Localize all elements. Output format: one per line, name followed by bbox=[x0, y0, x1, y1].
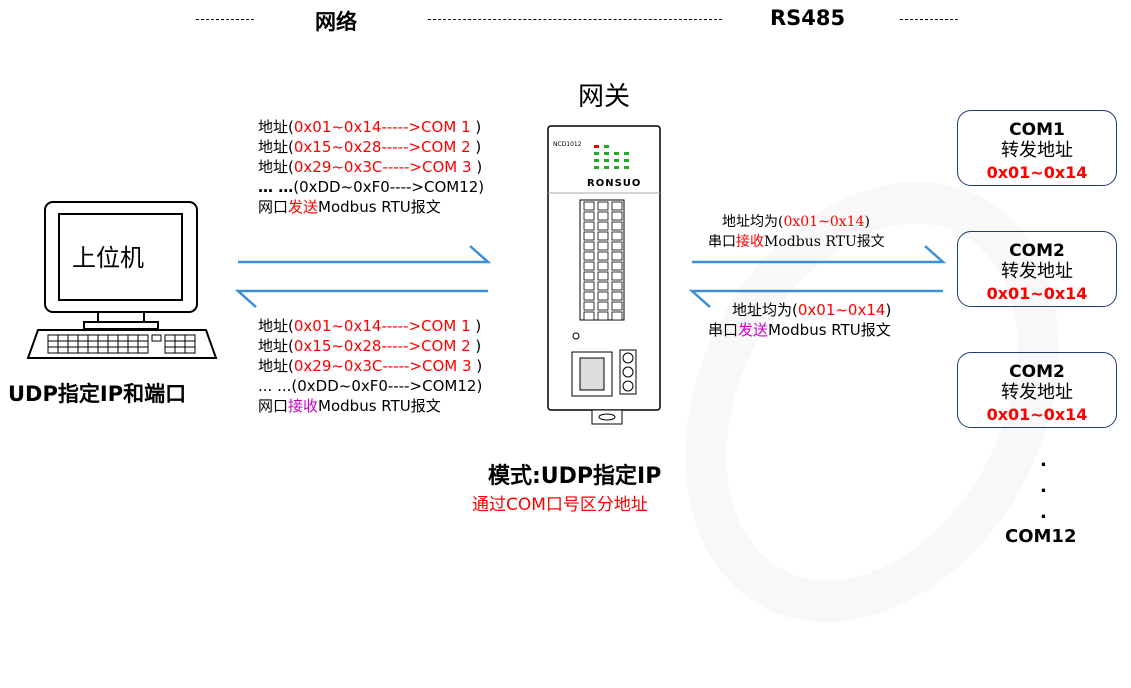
send-line-2: 地址(0x15~0x28----->COM 2 ) bbox=[258, 138, 482, 156]
computer-icon bbox=[26, 201, 218, 359]
com-box-3: COM2 转发地址 0x01~0x14 bbox=[957, 352, 1117, 428]
com-box-range: 0x01~0x14 bbox=[986, 163, 1088, 182]
terminal-slot bbox=[597, 231, 609, 241]
terminal-slot bbox=[583, 231, 595, 241]
recv-line-3: 地址(0x29~0x3C----->COM 3 ) bbox=[258, 357, 483, 375]
send-address-list: 地址(0x01~0x14----->COM 1 ) 地址(0x15~0x28--… bbox=[258, 117, 484, 217]
terminal-slot bbox=[583, 241, 595, 251]
network-arrows bbox=[234, 245, 492, 308]
terminal-slot bbox=[611, 311, 623, 321]
send-line-1: 地址(0x01~0x14----->COM 1 ) bbox=[258, 118, 482, 136]
terminal-slot bbox=[583, 261, 595, 271]
terminal-slot bbox=[611, 301, 623, 311]
gateway-model: NCD1012 bbox=[553, 141, 582, 148]
ellipsis-dot-2: . bbox=[1040, 476, 1047, 497]
terminal-slot bbox=[611, 231, 623, 241]
terminal-slot bbox=[583, 301, 595, 311]
ellipsis-dot-3: . bbox=[1040, 502, 1047, 523]
terminal-slot bbox=[583, 201, 595, 211]
terminal-slot bbox=[597, 291, 609, 301]
terminal-slot bbox=[611, 251, 623, 261]
com-box-name: COM2 bbox=[1009, 362, 1065, 382]
header-dash-middle bbox=[428, 19, 722, 20]
com-box-name: COM2 bbox=[1009, 241, 1065, 261]
terminal-slot bbox=[597, 311, 609, 321]
diagram-canvas bbox=[26, 125, 947, 425]
terminal-slot bbox=[597, 211, 609, 221]
serial-send-label: 地址均为(0x01~0x14) 串口发送Modbus RTU报文 bbox=[708, 300, 891, 340]
mode-title: 模式:UDP指定IP bbox=[488, 464, 662, 489]
com-box-name: COM1 bbox=[1009, 120, 1065, 140]
gateway-brand-logo: RONSUO bbox=[587, 178, 642, 189]
com-box-desc: 转发地址 bbox=[1001, 140, 1073, 161]
terminal-slot bbox=[597, 241, 609, 251]
terminal-slot bbox=[611, 291, 623, 301]
header-dash-left bbox=[196, 19, 254, 20]
serial-recv-address: 地址均为(0x01~0x14) bbox=[722, 214, 870, 230]
terminal-slot bbox=[611, 261, 623, 271]
terminal-slot bbox=[583, 211, 595, 221]
terminal-slot bbox=[597, 251, 609, 261]
terminal-slot bbox=[611, 271, 623, 281]
serial-arrows bbox=[688, 245, 947, 308]
terminal-slot bbox=[597, 261, 609, 271]
terminal-slot bbox=[597, 271, 609, 281]
send-action: 网口发送Modbus RTU报文 bbox=[258, 198, 441, 216]
terminal-slot bbox=[583, 251, 595, 261]
header-network: 网络 bbox=[315, 10, 357, 34]
serial-recv-label: 地址均为(0x01~0x14) 串口接收Modbus RTU报文 bbox=[708, 212, 885, 252]
com-box-range: 0x01~0x14 bbox=[986, 405, 1088, 424]
serial-send-address: 地址均为(0x01~0x14) bbox=[732, 301, 892, 319]
mode-subtitle: 通过COM口号区分地址 bbox=[472, 495, 648, 515]
com-box-desc: 转发地址 bbox=[1001, 261, 1073, 282]
terminal-slot bbox=[611, 241, 623, 251]
terminal-slot bbox=[583, 291, 595, 301]
terminal-slot bbox=[583, 281, 595, 291]
serial-send-action: 串口发送Modbus RTU报文 bbox=[708, 321, 891, 339]
serial-recv-action: 串口接收Modbus RTU报文 bbox=[708, 234, 885, 250]
recv-line-1: 地址(0x01~0x14----->COM 1 ) bbox=[258, 317, 482, 335]
terminal-slot bbox=[597, 221, 609, 231]
terminal-slot bbox=[583, 271, 595, 281]
recv-address-list: 地址(0x01~0x14----->COM 1 ) 地址(0x15~0x28--… bbox=[258, 316, 482, 416]
recv-action: 网口接收Modbus RTU报文 bbox=[258, 397, 441, 415]
pc-screen-text: 上位机 bbox=[72, 244, 144, 272]
terminal-slot bbox=[597, 201, 609, 211]
com-box-range: 0x01~0x14 bbox=[986, 284, 1088, 303]
ellipsis-dot-1: . bbox=[1040, 450, 1047, 471]
gateway-title: 网关 bbox=[578, 82, 631, 112]
terminal-slot bbox=[583, 221, 595, 231]
header-dash-right bbox=[900, 19, 958, 20]
recv-line-2: 地址(0x15~0x28----->COM 2 ) bbox=[258, 337, 482, 355]
header-rs485: RS485 bbox=[770, 6, 846, 30]
terminal-slot bbox=[611, 201, 623, 211]
terminal-slot bbox=[611, 211, 623, 221]
terminal-slot bbox=[597, 301, 609, 311]
com12-label: COM12 bbox=[1005, 526, 1077, 547]
send-line-3: 地址(0x29~0x3C----->COM 3 ) bbox=[258, 158, 483, 176]
pc-label: UDP指定IP和端口 bbox=[8, 382, 187, 406]
recv-line-last: ... ...(0xDD~0xF0---->COM12) bbox=[258, 377, 483, 395]
com-box-1: COM1 转发地址 0x01~0x14 bbox=[957, 110, 1117, 186]
terminal-slot bbox=[597, 281, 609, 291]
com-box-2: COM2 转发地址 0x01~0x14 bbox=[957, 231, 1117, 307]
com-box-desc: 转发地址 bbox=[1001, 382, 1073, 403]
terminal-slot bbox=[611, 221, 623, 231]
terminal-slot bbox=[583, 311, 595, 321]
gateway-device-icon bbox=[547, 125, 661, 425]
send-line-last: … …(0xDD~0xF0---->COM12) bbox=[258, 178, 485, 196]
terminal-slot bbox=[611, 281, 623, 291]
